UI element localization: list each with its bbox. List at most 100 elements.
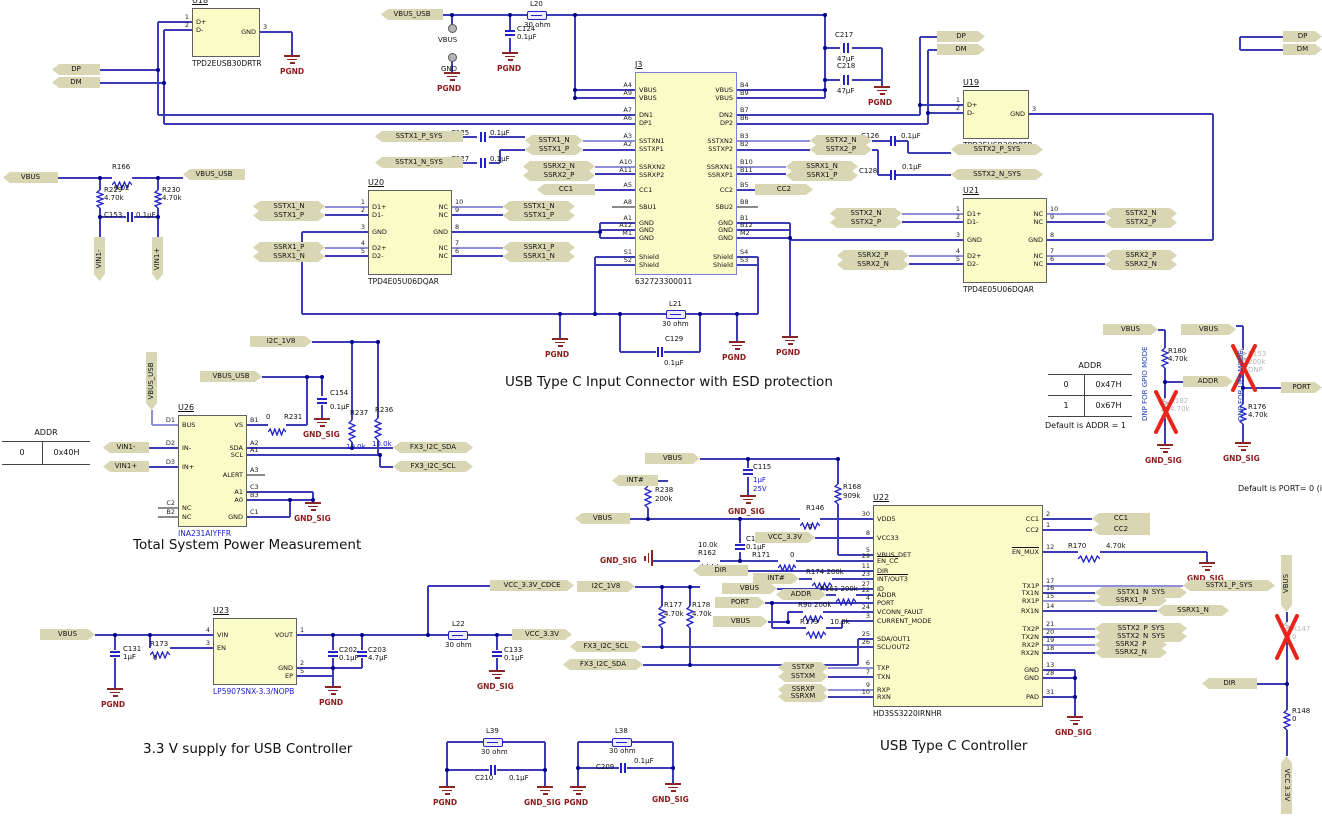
net-label-VCC_3.3V_CDCE[interactable]: VCC_3.3V_CDCE xyxy=(490,580,574,591)
net-label-SSTXP[interactable]: SSTXP xyxy=(778,662,828,673)
pin-U20-NC[interactable]: NC xyxy=(438,203,448,211)
net-label-PORT[interactable]: PORT xyxy=(1281,382,1322,393)
net-label-VBUS[interactable]: VBUS xyxy=(645,453,700,464)
pin-U22-VDD5[interactable]: VDD5 xyxy=(877,515,896,523)
net-label-SSTX1_P[interactable]: SSTX1_P xyxy=(525,144,583,155)
pin-U19-GND[interactable]: GND xyxy=(1010,110,1025,118)
net-label-SSRX2_P[interactable]: SSRX2_P xyxy=(1095,639,1167,650)
net-label-VCC 3.3V[interactable]: VCC 3.3V xyxy=(1281,756,1294,814)
net-label-SSTX1_P[interactable]: SSTX1_P xyxy=(253,210,325,221)
capacitor-C124[interactable] xyxy=(504,27,516,39)
ground-symbol-pgnd[interactable] xyxy=(502,52,518,62)
net-label-SSTX2_P[interactable]: SSTX2_P xyxy=(830,217,902,228)
net-label-INT#[interactable]: INT# xyxy=(753,573,799,584)
net-label-SSTX2_N[interactable]: SSTX2_N xyxy=(810,135,872,146)
pin-U23-VOUT[interactable]: VOUT xyxy=(274,631,293,639)
net-label-VBUS_USB[interactable]: VBUS_USB xyxy=(200,371,262,382)
resistor-R179[interactable] xyxy=(805,624,827,643)
pin-U22-ADDR[interactable]: ADDR xyxy=(877,591,896,599)
net-label-ADDR[interactable]: ADDR xyxy=(1183,376,1233,387)
pin-U22-PORT[interactable]: PORT xyxy=(877,599,895,607)
net-label-VBUS[interactable]: VBUS xyxy=(1181,324,1236,335)
pin-U19-D-[interactable]: D- xyxy=(967,109,975,117)
net-label-SSRX1_P[interactable]: SSRX1_P xyxy=(503,242,575,253)
pin-J3-SBU2[interactable]: SBU2 xyxy=(715,203,733,211)
pin-J3-GND[interactable]: GND xyxy=(639,234,654,242)
pin-U26-IN+[interactable]: IN+ xyxy=(182,463,195,471)
pin-U20-GND[interactable]: GND xyxy=(372,228,387,236)
pin-J3-SSRXN1[interactable]: SSRXN1 xyxy=(706,163,733,171)
net-label-SSRX2_N[interactable]: SSRX2_N xyxy=(1105,259,1177,270)
ground-symbol-pgnd[interactable] xyxy=(325,686,341,696)
ground-symbol-gnd_sig[interactable] xyxy=(1235,442,1251,452)
capacitor-C133[interactable] xyxy=(491,648,503,660)
pin-U22-CC2[interactable]: CC2 xyxy=(1025,526,1039,534)
pin-U22-TX2P[interactable]: TX2P xyxy=(1022,625,1039,633)
resistor-R174[interactable] xyxy=(811,575,833,594)
ic-body-U19[interactable] xyxy=(963,90,1029,139)
pin-J3-GND[interactable]: GND xyxy=(639,226,654,234)
resistor-R171[interactable] xyxy=(777,557,797,576)
net-label-VBUS[interactable]: VBUS xyxy=(40,629,95,640)
net-label-DP[interactable]: DP xyxy=(52,64,100,75)
net-label-VBUS[interactable]: VBUS xyxy=(3,172,58,183)
capacitor-C128[interactable] xyxy=(887,169,899,181)
net-label-SSRX1_N[interactable]: SSRX1_N xyxy=(503,251,575,262)
net-label-SSRX1_N[interactable]: SSRX1_N xyxy=(786,161,858,172)
net-label-VBUS_USB[interactable]: VBUS_USB xyxy=(183,169,245,180)
net-label-SSTX2_P_SYS[interactable]: SSTX2_P_SYS xyxy=(951,144,1043,155)
net-label-SSRX1_P[interactable]: SSRX1_P xyxy=(1095,595,1167,606)
net-label-FX3_I2C_SCL[interactable]: FX3_I2C_SCL xyxy=(570,641,642,652)
ground-symbol-pgnd[interactable] xyxy=(729,341,745,351)
pin-U22-PAD[interactable]: PAD xyxy=(1026,693,1039,701)
resistor-R90[interactable] xyxy=(802,608,824,627)
capacitor-C202[interactable] xyxy=(327,648,339,660)
ic-body-J3[interactable] xyxy=(635,72,737,275)
net-label-SSTX2_P_SYS[interactable]: SSTX2_P_SYS xyxy=(1095,623,1187,634)
net-label-SSTX1_N[interactable]: SSTX1_N xyxy=(525,135,583,146)
pin-U21-NC[interactable]: NC xyxy=(1033,252,1043,260)
pin-U21-GND[interactable]: GND xyxy=(967,236,982,244)
pin-U22-SDA/OUT1[interactable]: SDA/OUT1 xyxy=(877,635,911,643)
net-label-SSTX2_N[interactable]: SSTX2_N xyxy=(830,208,902,219)
pin-U22-VCONN_FAULT[interactable]: VCONN_FAULT xyxy=(877,608,924,616)
net-label-SSRX1_P[interactable]: SSRX1_P xyxy=(786,170,858,181)
ground-symbol-gnd_sig[interactable] xyxy=(489,670,505,680)
net-label-SSTX2_P[interactable]: SSTX2_P xyxy=(810,144,872,155)
net-label-SSRX2_N[interactable]: SSRX2_N xyxy=(1095,647,1167,658)
pin-U22-RX2N[interactable]: RX2N xyxy=(1021,649,1039,657)
net-label-VBUS[interactable]: VBUS xyxy=(722,583,777,594)
resistor-R176[interactable] xyxy=(1238,403,1248,428)
ground-symbol-gnd_sig[interactable] xyxy=(305,502,321,512)
resistor-R146[interactable] xyxy=(799,515,821,534)
capacitor-C218[interactable] xyxy=(840,74,852,86)
capacitor-C130[interactable] xyxy=(734,541,746,553)
pin-U22-RXP[interactable]: RXP xyxy=(877,686,890,694)
pin-U26-ALERT[interactable]: ALERT xyxy=(222,471,243,479)
pin-J3-SSRXP2[interactable]: SSRXP2 xyxy=(639,171,665,179)
ground-symbol-gnd_sig[interactable] xyxy=(314,418,330,428)
net-label-DM[interactable]: DM xyxy=(52,77,100,88)
pin-U23-GND[interactable]: GND xyxy=(278,664,293,672)
net-label-CC2[interactable]: CC2 xyxy=(1092,524,1150,535)
net-label-SSRX1_N[interactable]: SSRX1_N xyxy=(253,251,325,262)
ground-symbol-pgnd[interactable] xyxy=(570,786,586,796)
capacitor-C131[interactable] xyxy=(109,648,121,660)
pin-U22-CURRENT_MODE[interactable]: CURRENT_MODE xyxy=(877,617,932,625)
pin-U21-D1-[interactable]: D1- xyxy=(967,218,979,226)
pin-U22-SCL/OUT2[interactable]: SCL/OUT2 xyxy=(877,643,910,651)
net-label-ADDR[interactable]: ADDR xyxy=(776,589,826,600)
net-label-VBUS[interactable]: VBUS xyxy=(713,616,768,627)
net-label-CC1[interactable]: CC1 xyxy=(537,184,595,195)
net-label-VCC_3.3V[interactable]: VCC_3.3V xyxy=(512,629,572,640)
capacitor-C154[interactable] xyxy=(316,395,328,407)
net-label-DM[interactable]: DM xyxy=(937,44,985,55)
pin-J3-GND[interactable]: GND xyxy=(718,226,733,234)
pin-U26-VS[interactable]: VS xyxy=(234,421,243,429)
pin-U26-SDA[interactable]: SDA xyxy=(229,444,243,452)
pin-J3-SSTXN1[interactable]: SSTXN1 xyxy=(639,137,665,145)
net-label-FX3_I2C_SDA[interactable]: FX3_I2C_SDA xyxy=(563,659,643,670)
pin-U20-NC[interactable]: NC xyxy=(438,211,448,219)
pin-U21-NC[interactable]: NC xyxy=(1033,260,1043,268)
net-label-SSRX1_P[interactable]: SSRX1_P xyxy=(253,242,325,253)
